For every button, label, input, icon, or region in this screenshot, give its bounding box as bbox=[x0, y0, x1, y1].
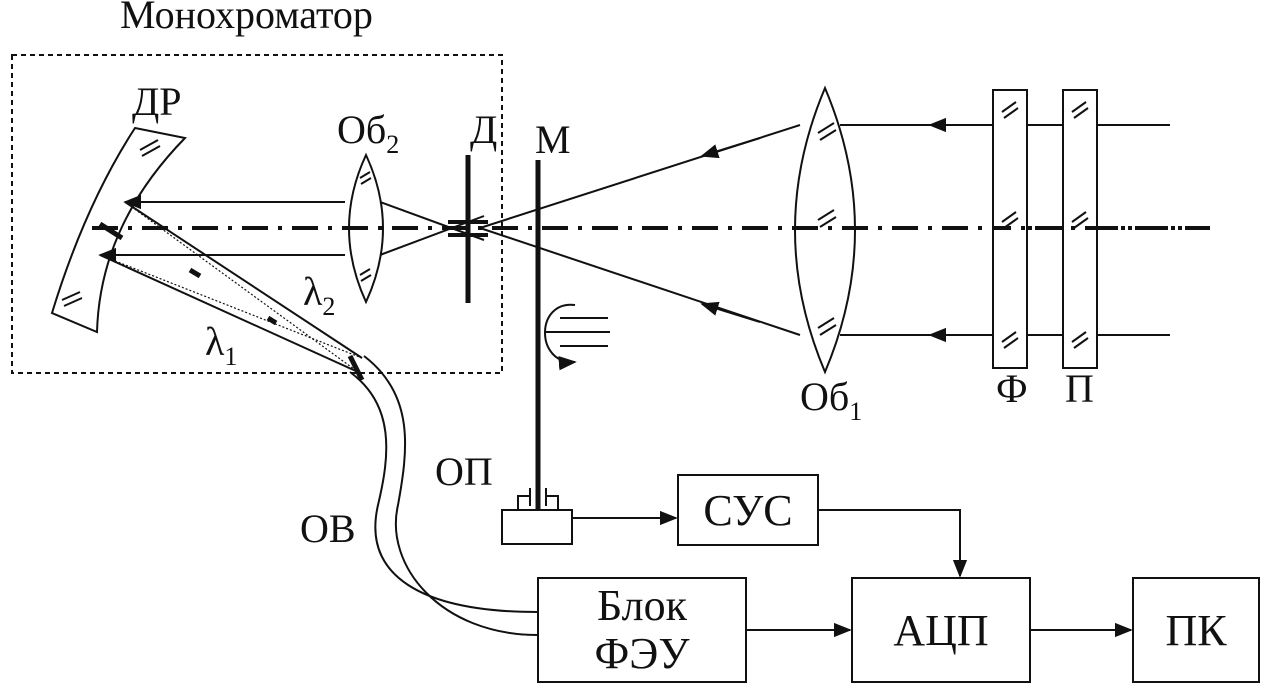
lens-2 bbox=[348, 152, 384, 305]
grating-label: ДР bbox=[132, 79, 182, 124]
lambda1-label: λ1 bbox=[205, 319, 237, 371]
monochromator-frame bbox=[11, 54, 503, 374]
feu-label-line2: ФЭУ bbox=[595, 629, 691, 678]
monochromator-title: Монохроматор bbox=[120, 0, 373, 37]
mono-rays bbox=[98, 194, 365, 382]
pc-block bbox=[1132, 577, 1260, 683]
modulator bbox=[535, 160, 610, 510]
fiber-label: ОВ bbox=[300, 506, 356, 551]
lens1-label: Об1 bbox=[800, 374, 862, 426]
modulator-label: М bbox=[535, 117, 571, 162]
signal-connections bbox=[572, 509, 1133, 638]
pc-label: ПК bbox=[1165, 606, 1227, 655]
input-rays bbox=[479, 124, 801, 336]
lens-1 bbox=[794, 85, 856, 375]
adc-label: АЦП bbox=[893, 606, 988, 655]
optocoupler bbox=[501, 488, 573, 545]
diffraction-grating bbox=[50, 126, 188, 334]
lens2-label: Об2 bbox=[337, 107, 399, 159]
adc-block bbox=[851, 577, 1031, 683]
filter-label: Ф bbox=[996, 366, 1028, 411]
diaphragm bbox=[448, 155, 488, 303]
diaphragm-label: Д bbox=[470, 107, 497, 152]
optical-fiber bbox=[349, 355, 539, 636]
polarizer-label: П bbox=[1065, 366, 1094, 411]
lambda2-label: λ2 bbox=[303, 269, 335, 321]
sus-label: СУС bbox=[703, 486, 792, 535]
optocoupler-label: ОП bbox=[435, 449, 493, 494]
feu-label-line1: Блок bbox=[597, 581, 688, 630]
feu-block bbox=[537, 577, 747, 683]
sus-block bbox=[677, 474, 819, 546]
